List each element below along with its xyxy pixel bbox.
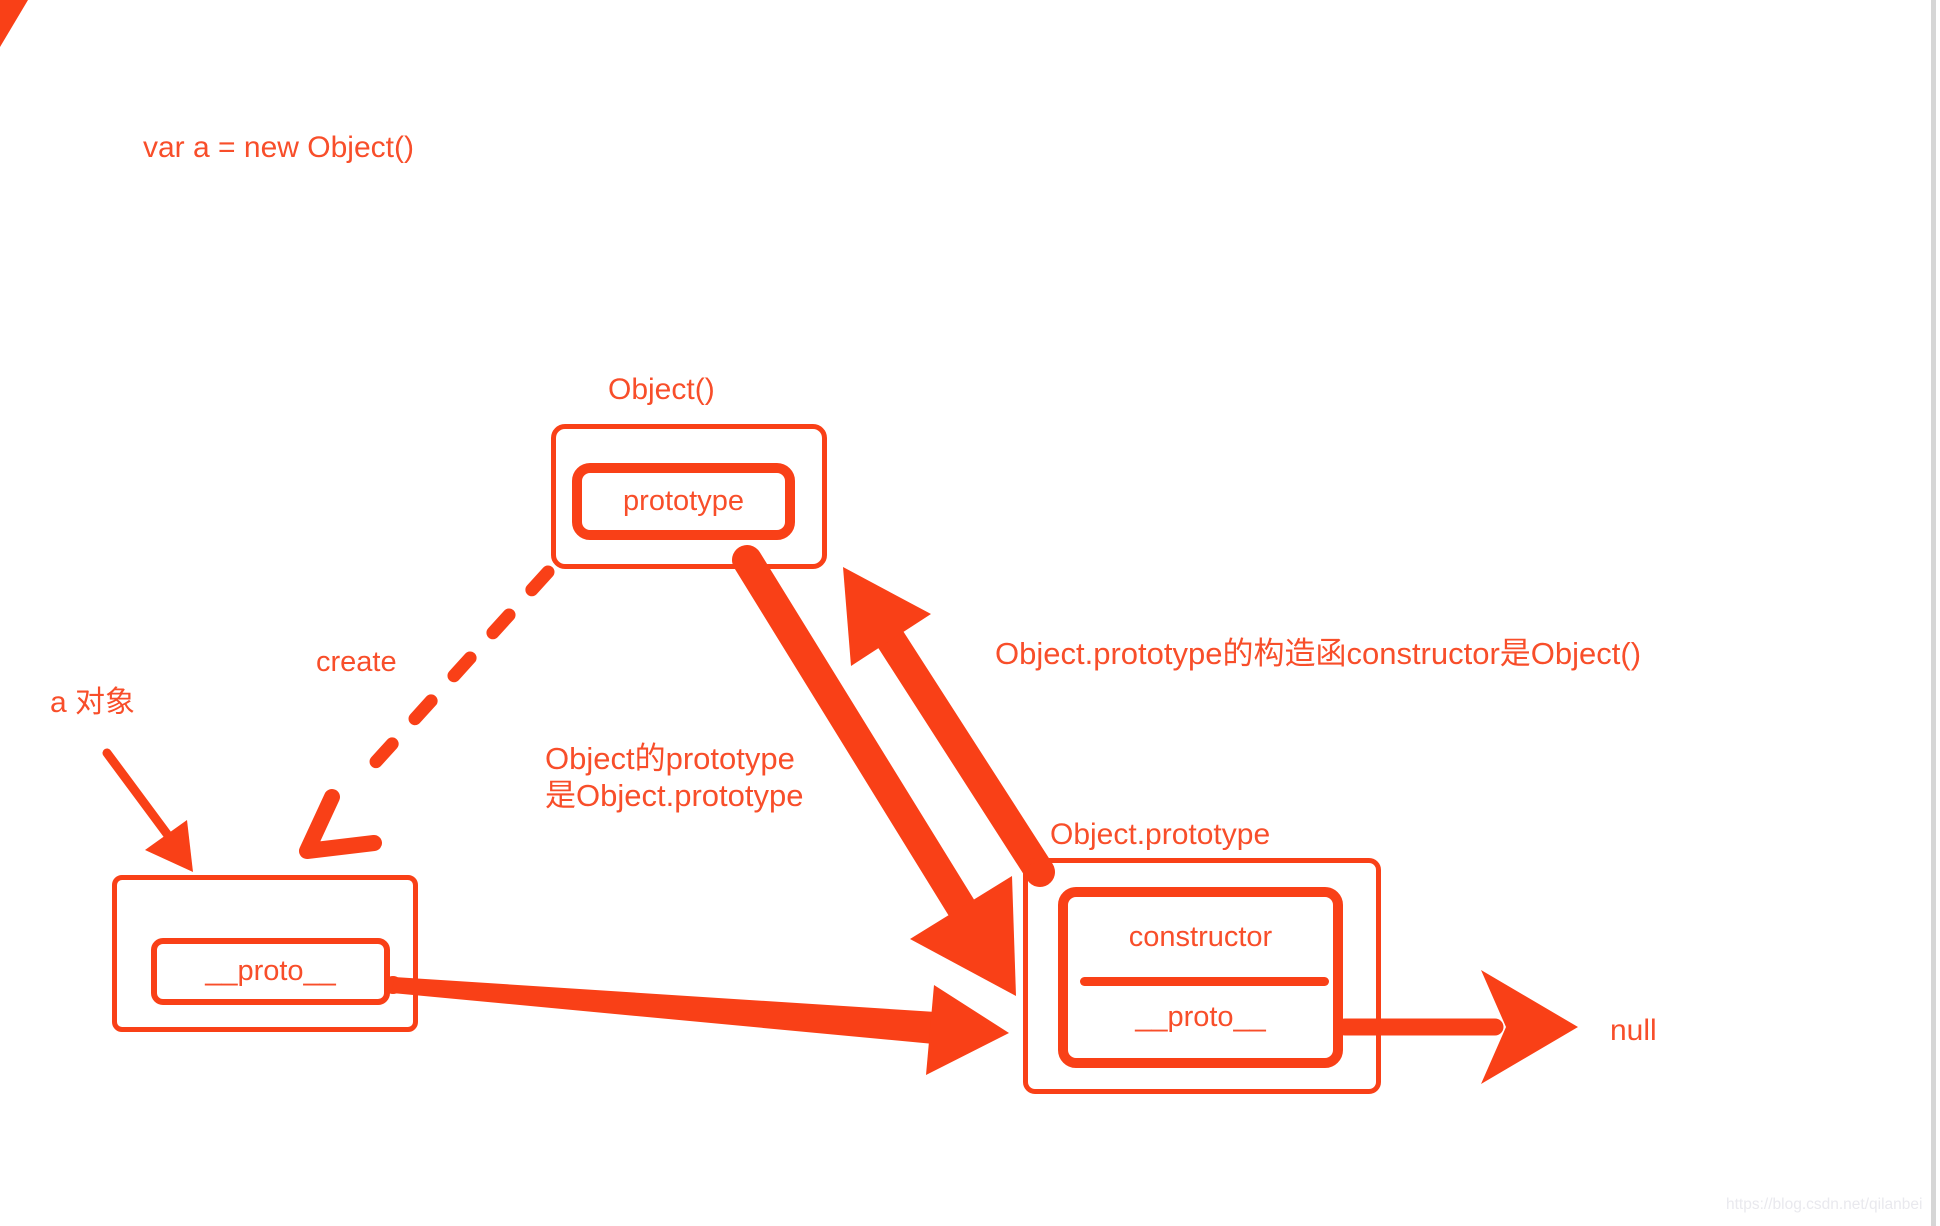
object-prototype-label: Object.prototype (1050, 818, 1271, 851)
watermark-text: https://blog.csdn.net/qilanbei (1726, 1196, 1923, 1213)
field-divider (1080, 977, 1329, 986)
a-proto-field-box: __proto__ (151, 938, 390, 1005)
a-proto-field-label: __proto__ (205, 955, 336, 987)
constructor-field-label: constructor (1128, 920, 1273, 953)
constructor-note: Object.prototype的构造函constructor是Object() (995, 636, 1642, 671)
scrollbar-track[interactable] (1931, 0, 1936, 1226)
constructor-link-arrow (843, 567, 1055, 887)
object-prototype-fields-box: constructor __proto__ (1058, 887, 1343, 1068)
a-object-arrow (102, 748, 193, 872)
create-label: create (316, 646, 397, 678)
object-function-box (551, 424, 827, 569)
op-proto-field-row: __proto__ (1068, 978, 1333, 1059)
constructor-field-row: constructor (1068, 897, 1333, 978)
prototype-field-label: prototype (623, 485, 744, 517)
a-object-label: a 对象 (50, 686, 136, 719)
corner-mark (0, 0, 28, 47)
a-object-box (112, 875, 418, 1032)
prototype-note: Object的prototype 是Object.prototype (545, 740, 803, 814)
create-arrow (299, 565, 555, 859)
object-prototype-box (1023, 858, 1381, 1094)
prototype-note-line2: 是Object.prototype (545, 778, 804, 813)
null-label: null (1610, 1014, 1657, 1047)
prototype-note-line1: Object的prototype (545, 741, 795, 776)
prototype-field-box: prototype (572, 463, 795, 540)
proto-chain-arrow (384, 976, 1009, 1075)
var-declaration-text: var a = new Object() (143, 131, 414, 164)
object-function-label: Object() (608, 373, 715, 406)
op-proto-field-label: __proto__ (1135, 1001, 1266, 1034)
